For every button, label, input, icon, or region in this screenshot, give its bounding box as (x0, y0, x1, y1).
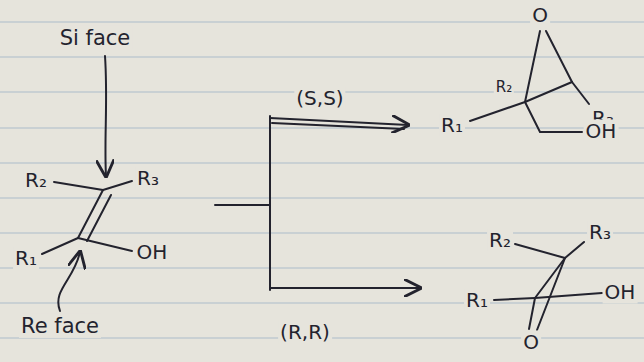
oxygen: O (530, 4, 550, 27)
hydroxyl: OH (135, 241, 170, 264)
alkene-structure (42, 181, 132, 254)
face-label: Re face (19, 314, 101, 338)
substituent: R₃ (587, 221, 613, 244)
substituent: R₂ (23, 169, 49, 192)
catalyst-label: (S,S) (294, 87, 345, 110)
substituent: R₂ (487, 229, 513, 252)
substituent: R₂ (494, 79, 514, 96)
reaction-arrows (215, 116, 420, 290)
oxygen: O (521, 331, 541, 354)
re-face-arrow (58, 252, 80, 311)
catalyst-label: (R,R) (278, 321, 332, 344)
si-face-arrow (105, 56, 106, 176)
substituent: R₁ (13, 247, 39, 270)
hydroxyl: OH (584, 120, 619, 143)
substituent: R₁ (439, 114, 465, 137)
substituent: R₃ (135, 167, 161, 190)
epoxide-bottom (494, 242, 602, 330)
face-label: Si face (58, 26, 133, 50)
epoxide-top (470, 31, 589, 132)
substituent: R₁ (464, 289, 490, 312)
hydroxyl: OH (603, 281, 638, 304)
ruled-lines (0, 22, 644, 338)
